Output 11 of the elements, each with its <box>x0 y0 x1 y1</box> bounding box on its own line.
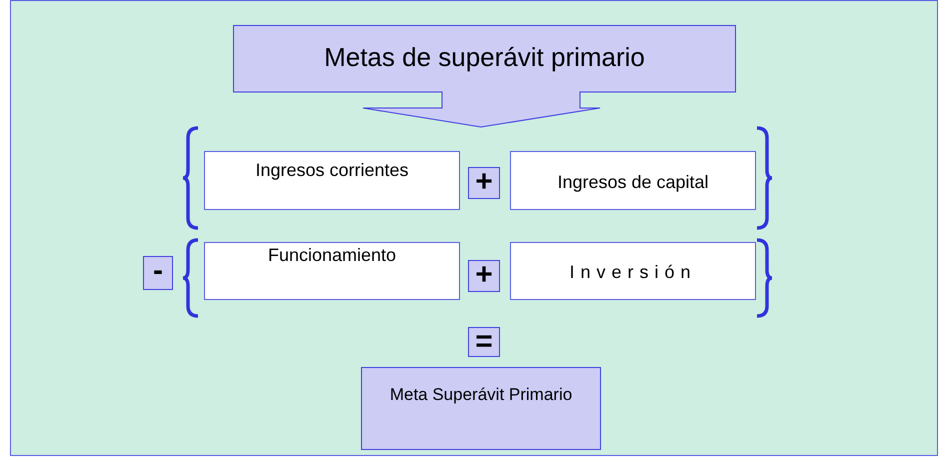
operator-box: - <box>143 256 173 290</box>
text-box: Funcionamiento <box>204 242 460 300</box>
text-box: Inversión <box>510 242 756 300</box>
operator-box: + <box>468 167 500 199</box>
operator-box: + <box>468 260 500 292</box>
arrow-callout <box>233 25 736 128</box>
callout-title: Metas de superávit primario <box>323 42 646 73</box>
text-box: Ingresos de capital <box>510 151 756 210</box>
text-box: Ingresos corrientes <box>204 151 460 210</box>
operator-box: = <box>468 327 500 357</box>
result-box: Meta Superávit Primario <box>361 367 601 450</box>
